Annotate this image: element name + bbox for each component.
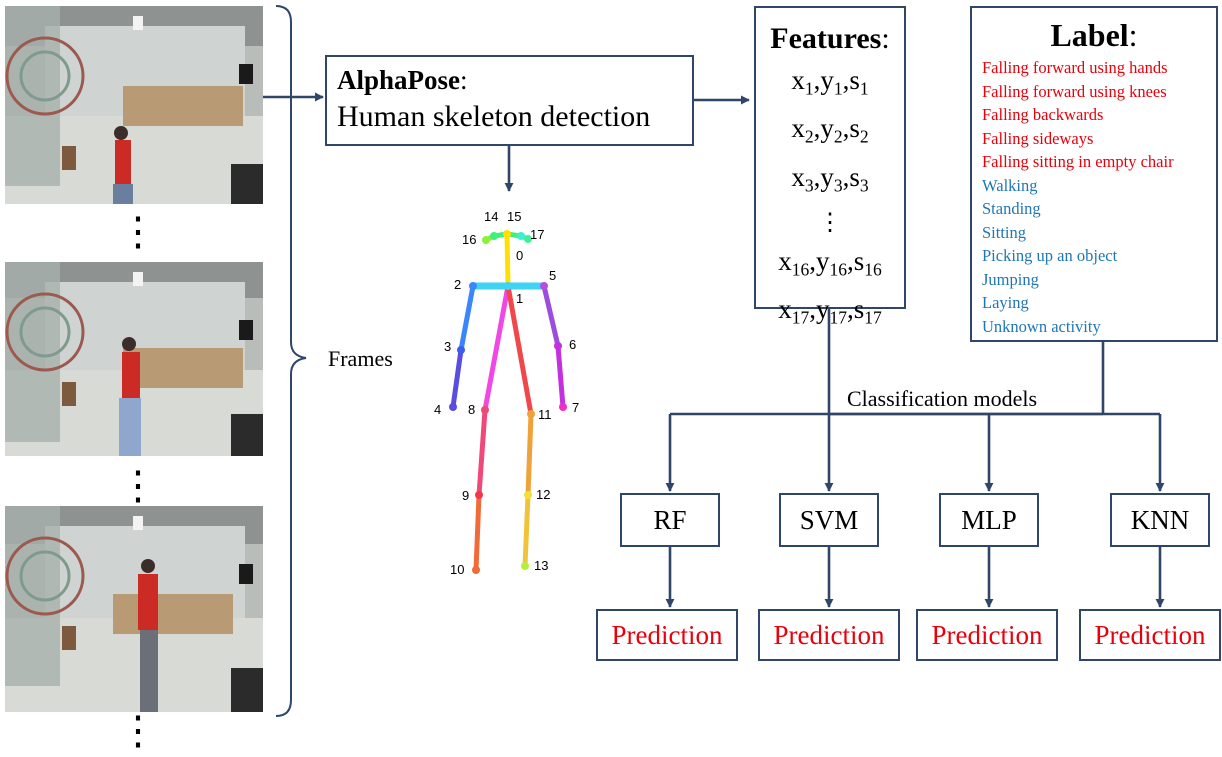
keypoint-label-1: 1 <box>516 291 523 306</box>
keypoint-label-10: 10 <box>450 562 464 577</box>
feature-row-2: x2,y2,s2 <box>791 113 869 147</box>
label-fall-4: Falling sitting in empty chair <box>982 152 1174 171</box>
feature-row-16: x16,y16,s16 <box>778 245 882 279</box>
label-colon: : <box>1128 17 1138 53</box>
alphapose-desc: Human skeleton detection <box>337 100 651 133</box>
video-frame-1 <box>5 6 263 204</box>
frame-dots-2: ⋮ <box>118 463 158 508</box>
model-mlp: MLP <box>939 493 1039 547</box>
keypoint-label-4: 4 <box>434 402 441 417</box>
video-frame-3 <box>5 506 263 712</box>
model-knn: KNN <box>1110 493 1210 547</box>
video-frame-2 <box>5 262 263 456</box>
label-box: Label: Falling forward using hands Falli… <box>970 6 1218 342</box>
keypoint-label-13: 13 <box>534 558 548 573</box>
keypoint-label-12: 12 <box>536 487 550 502</box>
keypoint-label-5: 5 <box>549 268 556 283</box>
label-fall-3: Falling sideways <box>982 128 1094 148</box>
features-title: Features <box>770 22 882 55</box>
keypoint-label-17: 17 <box>530 227 544 242</box>
prediction-svm: Prediction <box>758 609 900 661</box>
keypoint-label-16: 16 <box>462 232 476 247</box>
frame-dots-1: ⋮ <box>118 209 158 254</box>
keypoint-label-6: 6 <box>569 337 576 352</box>
classification-label: Classification models <box>847 386 1038 411</box>
feature-row-1: x1,y1,s1 <box>791 65 869 99</box>
frame-dots-3: ⋮ <box>118 708 158 753</box>
skeleton-figure: 0 1 2 3 4 5 6 7 8 9 10 11 12 13 14 15 16… <box>434 209 579 577</box>
label-normal-5: Laying <box>982 293 1029 312</box>
label-normal-4: Jumping <box>982 269 1039 289</box>
label-fall-2: Falling backwards <box>982 105 1104 124</box>
keypoint-label-9: 9 <box>462 488 469 503</box>
label-fall-0: Falling forward using hands <box>982 58 1168 77</box>
label-fall-1: Falling forward using knees <box>982 81 1167 101</box>
features-colon: : <box>881 22 890 55</box>
prediction-knn: Prediction <box>1079 609 1221 661</box>
frames-brace <box>275 5 307 717</box>
keypoint-label-11: 11 <box>538 407 552 422</box>
features-ellipsis: ⋮ <box>818 209 842 236</box>
keypoint-label-3: 3 <box>444 339 451 354</box>
alphapose-name: AlphaPose <box>337 65 461 95</box>
keypoint-label-2: 2 <box>454 277 461 292</box>
model-svm: SVM <box>779 493 879 547</box>
keypoint-label-0: 0 <box>516 248 523 263</box>
keypoint-label-15: 15 <box>507 209 521 224</box>
prediction-mlp: Prediction <box>916 609 1058 661</box>
label-title: Label <box>1050 17 1129 53</box>
label-normal-1: Standing <box>982 199 1041 218</box>
label-normal-6: Unknown activity <box>982 316 1101 336</box>
keypoint-label-14: 14 <box>484 209 498 224</box>
frames-label: Frames <box>328 346 393 371</box>
keypoint-label-8: 8 <box>468 402 475 417</box>
label-normal-2: Sitting <box>982 222 1027 242</box>
keypoint-label-7: 7 <box>572 400 579 415</box>
alphapose-box: AlphaPose: Human skeleton detection <box>325 55 694 146</box>
label-normal-0: Walking <box>982 175 1038 195</box>
alphapose-colon: : <box>460 65 468 95</box>
prediction-rf: Prediction <box>596 609 738 661</box>
model-rf: RF <box>620 493 720 547</box>
label-normal-3: Picking up an object <box>982 246 1118 265</box>
feature-row-3: x3,y3,s3 <box>791 161 869 195</box>
feature-row-17: x17,y17,s17 <box>778 294 882 328</box>
features-box: Features: x1,y1,s1 x2,y2,s2 x3,y3,s3 ⋮ x… <box>754 6 906 327</box>
